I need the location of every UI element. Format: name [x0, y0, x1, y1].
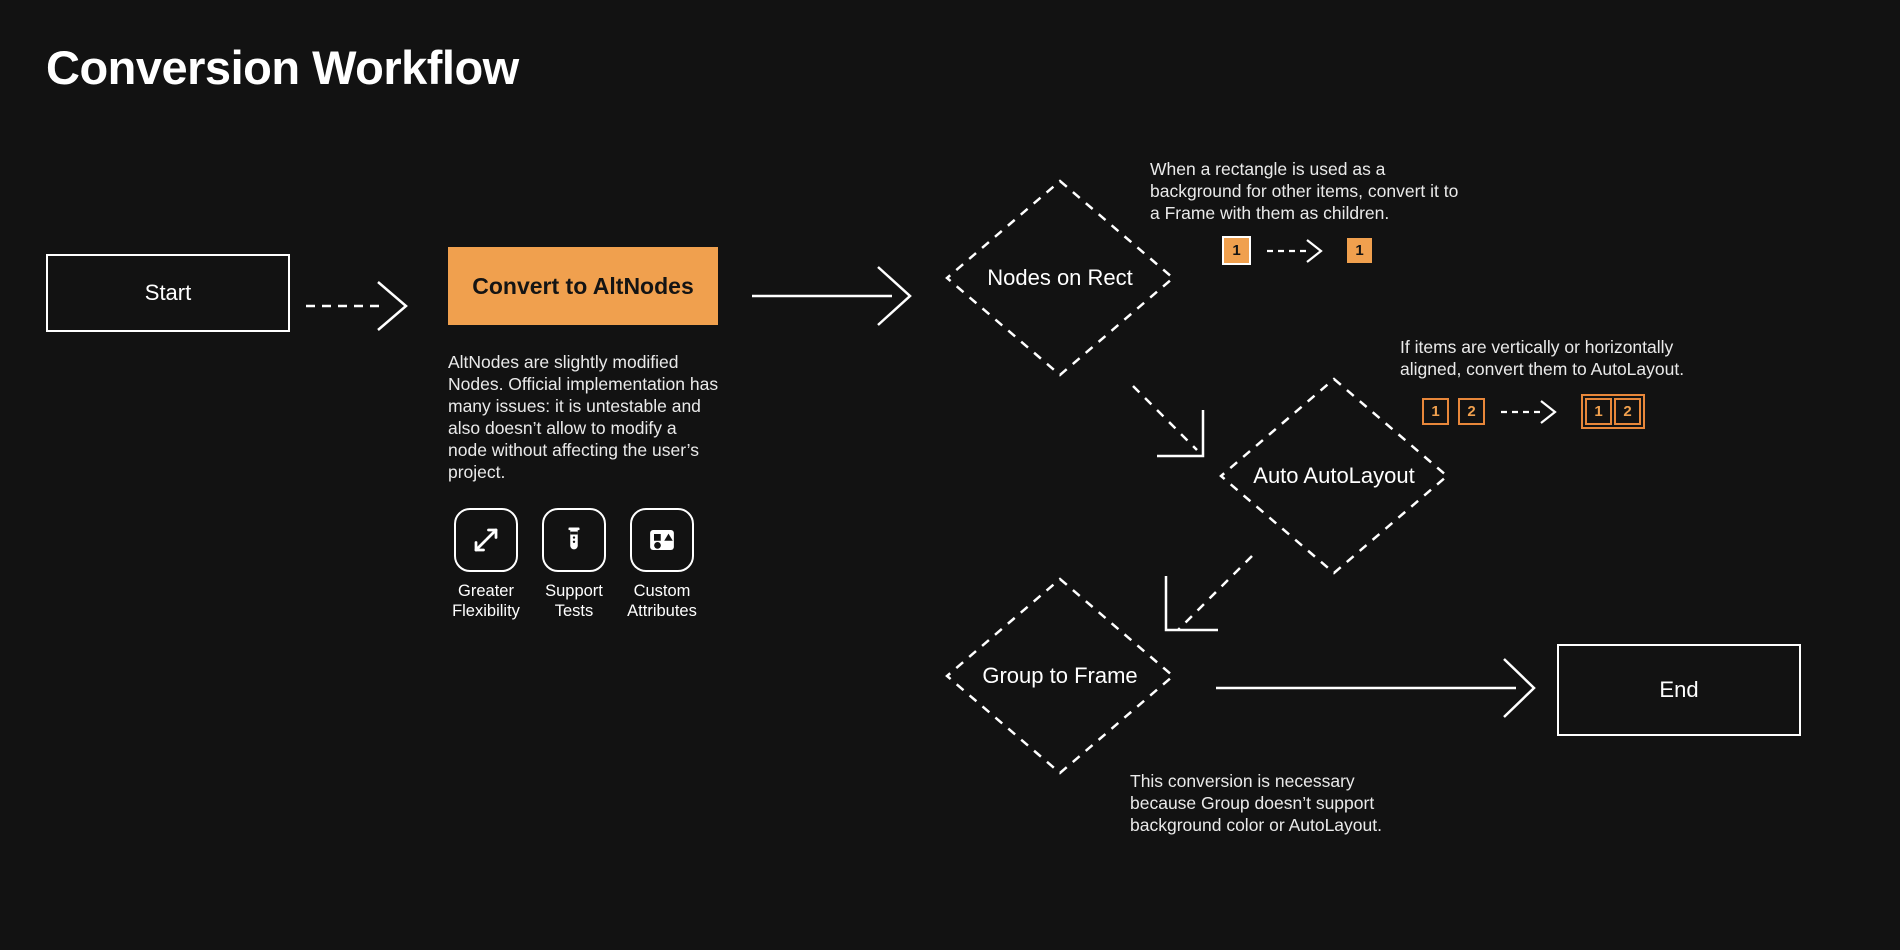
feature-support-tests[interactable]: Support Tests [540, 508, 608, 621]
node-nodes-on-rect[interactable]: Nodes on Rect [944, 178, 1176, 378]
edge-convert-to-nodes-on-rect [752, 266, 912, 326]
node-convert-to-altnodes[interactable]: Convert to AltNodes [448, 247, 718, 325]
edge-auto-autolayout-to-group-to-frame [1164, 555, 1253, 632]
feature-label-line2: Attributes [627, 602, 697, 620]
feature-label: Support Tests [545, 581, 603, 621]
illustration-badges-before: 1 2 [1422, 398, 1485, 425]
annotation-group-to-frame: This conversion is necessary because Gro… [1130, 771, 1382, 835]
feature-label: Custom Attributes [627, 581, 697, 621]
feature-label: Greater Flexibility [452, 581, 520, 621]
feature-label-line1: Greater [458, 582, 514, 600]
node-start[interactable]: Start [46, 254, 290, 332]
illustration-badge-after: 1 [1347, 238, 1372, 263]
test-tube-icon [542, 508, 606, 572]
illustration-arrow-icon [1501, 399, 1565, 425]
node-group-to-frame-label: Group to Frame [982, 663, 1138, 688]
annotation-auto-autolayout: If items are vertically or horizontally … [1400, 337, 1685, 379]
node-auto-autolayout-label: Auto AutoLayout [1253, 463, 1415, 488]
illustration-badge-before: 1 [1222, 236, 1251, 265]
feature-greater-flexibility[interactable]: Greater Flexibility [452, 508, 520, 621]
diamond-outline [1219, 377, 1449, 575]
annotation-nodes-on-rect: When a rectangle is used as a background… [1150, 159, 1459, 223]
illustration-rect-to-frame: 1 1 [1222, 236, 1372, 265]
convert-description: AltNodes are slightly modified Nodes. Of… [448, 352, 719, 482]
illustration-align-to-autolayout: 1 2 1 2 [1422, 394, 1645, 429]
edge-nodes-on-rect-to-auto-autolayout [1132, 385, 1205, 458]
node-convert-label: Convert to AltNodes [472, 272, 694, 299]
edge-group-to-frame-to-end [1216, 658, 1536, 718]
expand-arrows-icon [454, 508, 518, 572]
feature-label-line1: Custom [633, 582, 691, 600]
illustration-badge-before-1: 1 [1422, 398, 1449, 425]
illustration-badge-before-2: 2 [1458, 398, 1485, 425]
feature-label-line1: Support [545, 582, 603, 600]
node-end[interactable]: End [1557, 644, 1801, 736]
illustration-arrow-icon [1267, 238, 1331, 264]
feature-custom-attributes[interactable]: Custom Attributes [627, 508, 697, 621]
node-nodes-on-rect-label: Nodes on Rect [987, 265, 1133, 290]
shapes-icon [630, 508, 694, 572]
illustration-badge-after-1: 1 [1585, 398, 1612, 425]
illustration-badges-after: 1 2 [1581, 394, 1645, 429]
node-group-to-frame[interactable]: Group to Frame [944, 576, 1176, 776]
page-title: Conversion Workflow [46, 41, 519, 94]
node-auto-autolayout[interactable]: Auto AutoLayout [1218, 376, 1450, 576]
node-start-label: Start [144, 280, 192, 305]
node-end-label: End [1659, 677, 1699, 702]
feature-label-line2: Flexibility [452, 602, 520, 620]
diamond-outline [945, 179, 1175, 377]
edge-start-to-convert [306, 281, 408, 331]
feature-label-line2: Tests [554, 602, 594, 620]
feature-list: Greater Flexibility Support Tests [452, 508, 697, 621]
diamond-outline [945, 577, 1175, 775]
illustration-badge-after-2: 2 [1614, 398, 1641, 425]
